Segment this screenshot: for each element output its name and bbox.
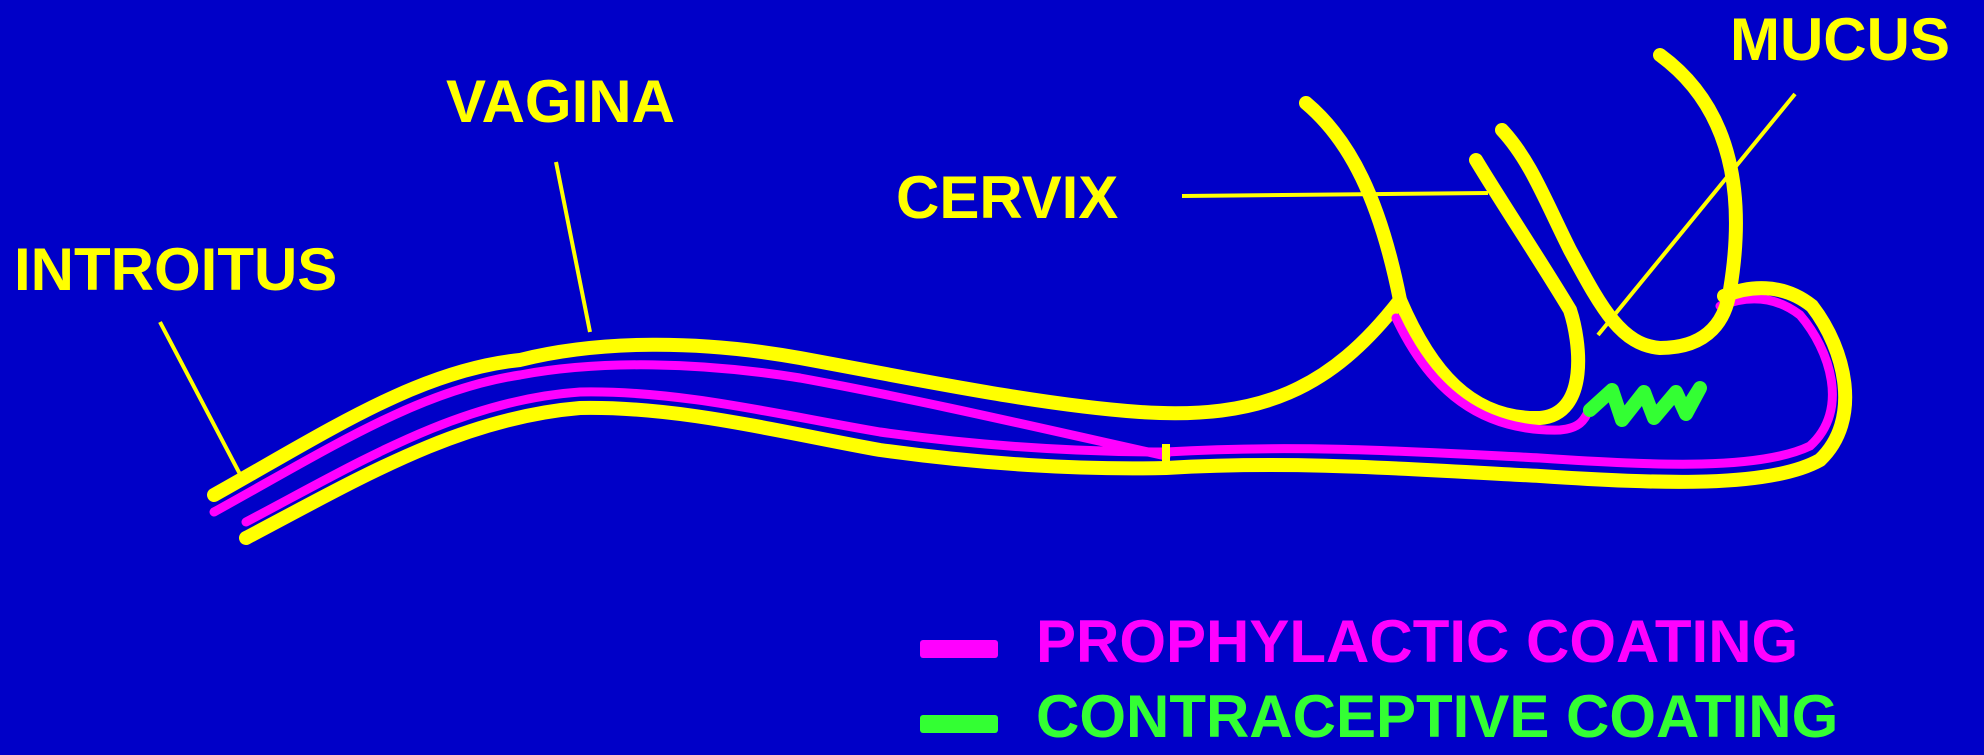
mucus-label: MUCUS: [1730, 10, 1950, 70]
cervix-inner-fold: [1502, 55, 1736, 348]
mucus-contraceptive-coating: [1590, 388, 1700, 420]
cervix-label: CERVIX: [896, 168, 1118, 228]
vagina-upper-coating: [214, 365, 1166, 512]
prophylactic-swatch: [920, 640, 998, 658]
cervix-leader-line: [1182, 193, 1488, 196]
contraceptive-legend-label: CONTRACEPTIVE COATING: [1036, 687, 1838, 747]
vagina-leader-line: [556, 162, 590, 332]
introitus-label: INTROITUS: [14, 240, 337, 300]
introitus-leader-line: [160, 322, 242, 478]
contraceptive-swatch: [920, 715, 998, 733]
cervix-outer-lip: [1306, 103, 1578, 418]
vagina-label: VAGINA: [446, 72, 675, 132]
prophylactic-legend-label: PROPHYLACTIC COATING: [1036, 612, 1798, 672]
